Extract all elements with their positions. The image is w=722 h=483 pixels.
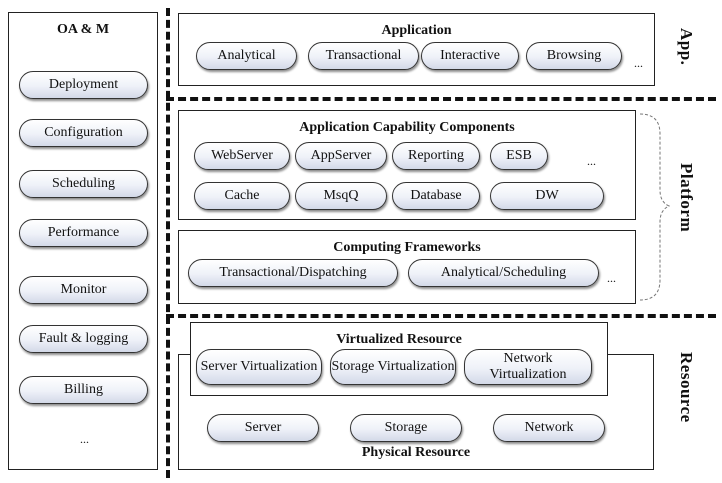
- physical-title: Physical Resource: [361, 445, 471, 460]
- phys-network: Network: [493, 414, 605, 442]
- cap-cache: Cache: [194, 182, 290, 210]
- cap-appserver: AppServer: [295, 142, 387, 170]
- capability-title: Application Capability Components: [299, 120, 515, 135]
- label-platform: Platform: [677, 163, 696, 233]
- platform-brace: [639, 113, 670, 301]
- frameworks-ellipsis: ...: [607, 271, 616, 285]
- oam-title: OA & M: [56, 22, 110, 37]
- platform-resource-divider: [166, 314, 716, 318]
- virt-storage: Storage Virtualization: [330, 349, 456, 385]
- app-browsing: Browsing: [526, 42, 622, 70]
- app-transactional: Transactional: [308, 42, 419, 70]
- oam-fault-logging: Fault & logging: [19, 325, 148, 353]
- app-interactive: Interactive: [421, 42, 519, 70]
- phys-storage: Storage: [350, 414, 462, 442]
- oam-performance: Performance: [19, 219, 148, 247]
- virt-server: Server Virtualization: [196, 349, 322, 385]
- app-platform-divider: [166, 97, 716, 101]
- phys-server: Server: [207, 414, 319, 442]
- fw-transactional-dispatching: Transactional/Dispatching: [188, 259, 398, 287]
- cap-esb: ESB: [490, 142, 548, 170]
- oam-scheduling: Scheduling: [19, 170, 148, 198]
- oam-configuration: Configuration: [19, 119, 148, 147]
- application-title: Application: [381, 23, 452, 38]
- cap-reporting: Reporting: [392, 142, 480, 170]
- cap-webserver: WebServer: [194, 142, 290, 170]
- virt-network: Network Virtualization: [464, 349, 592, 385]
- fw-analytical-scheduling: Analytical/Scheduling: [408, 259, 599, 287]
- virtualized-title: Virtualized Resource: [336, 332, 462, 347]
- label-resource: Resource: [677, 352, 696, 423]
- app-analytical: Analytical: [196, 42, 297, 70]
- cap-dw: DW: [490, 182, 604, 210]
- oam-monitor: Monitor: [19, 276, 148, 304]
- frameworks-title: Computing Frameworks: [333, 240, 481, 255]
- cap-database: Database: [392, 182, 480, 210]
- capability-ellipsis: ...: [587, 154, 596, 168]
- oam-ellipsis: ...: [80, 432, 89, 446]
- oam-deployment: Deployment: [19, 71, 148, 99]
- label-app: App.: [677, 28, 696, 66]
- oam-billing: Billing: [19, 376, 148, 404]
- application-ellipsis: ...: [634, 56, 643, 70]
- vertical-divider: [166, 8, 170, 478]
- cap-msqq: MsqQ: [295, 182, 387, 210]
